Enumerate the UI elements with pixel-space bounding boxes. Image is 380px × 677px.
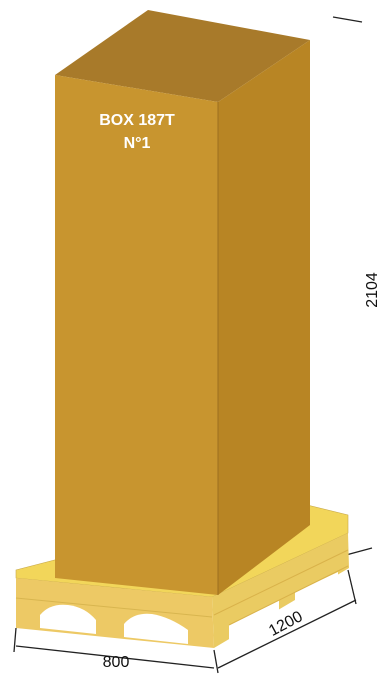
- length-dimension: [213, 569, 357, 674]
- length-guide-front: [213, 649, 219, 674]
- width-dimension: [13, 627, 215, 669]
- pallet-side-opening-1: [229, 600, 279, 645]
- height-dimension: [332, 16, 373, 556]
- pallet-front-board-line: [15, 597, 213, 618]
- box-top-face: [55, 10, 310, 102]
- box-front-face: [55, 75, 218, 595]
- pallet-front-opening-right: [124, 613, 188, 644]
- box-label-line2: N°1: [124, 135, 151, 152]
- width-guide-left: [13, 627, 17, 653]
- box-label-line1: BOX 187T: [99, 112, 175, 129]
- pallet-side-opening-2: [295, 572, 338, 612]
- box-side-face: [218, 40, 310, 595]
- height-guide-bottom: [345, 547, 373, 556]
- box: [55, 10, 310, 595]
- width-dimension-label: 800: [103, 654, 130, 671]
- length-guide-back: [347, 569, 357, 605]
- pallet-front-opening-left: [40, 604, 96, 634]
- width-dimension-line: [15, 645, 215, 669]
- pallet-side-board-line: [213, 549, 349, 616]
- height-dimension-label: 2104: [364, 272, 380, 308]
- length-dimension-line: [217, 599, 357, 669]
- height-guide-top: [332, 16, 363, 23]
- pallet-side-board-line: [228, 565, 349, 626]
